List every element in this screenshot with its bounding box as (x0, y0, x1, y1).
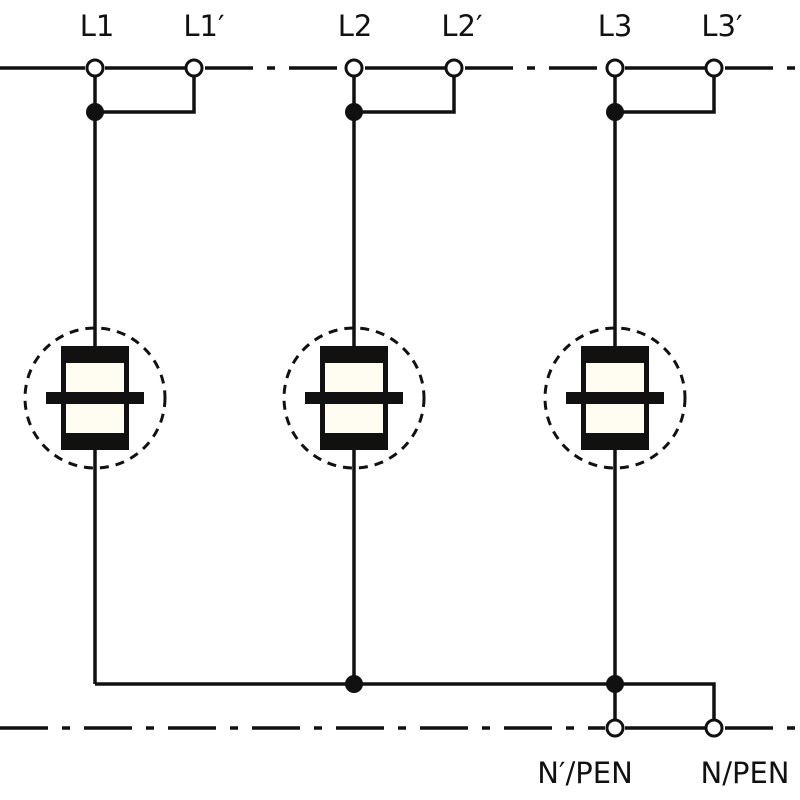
junction-dot (345, 675, 363, 693)
terminal-label-l1: L1 (80, 9, 115, 43)
junction-dot (606, 103, 624, 121)
terminal-label-n-pen: N/PEN (701, 756, 790, 790)
terminal-l2 (344, 58, 364, 78)
surge-device-l3 (543, 326, 687, 470)
terminal-label-l3: L3 (598, 9, 633, 43)
junction-dot (345, 103, 363, 121)
terminal-label-n-prime-pen: N′/PEN (537, 756, 633, 790)
terminal-label-l2: L2 (338, 9, 373, 43)
junction-dot (86, 103, 104, 121)
terminal-l3 (605, 58, 625, 78)
surge-device-l2 (282, 326, 426, 470)
terminal-label-l2-prime: L2′ (441, 9, 482, 43)
terminal-n-pen (704, 718, 724, 738)
surge-device-l1 (23, 326, 167, 470)
terminal-l1-prime (184, 58, 204, 78)
terminal-l1 (85, 58, 105, 78)
terminal-l3-prime (704, 58, 724, 78)
junction-dot (606, 675, 624, 693)
neutral-bus (95, 682, 716, 721)
terminal-label-l3-prime: L3′ (701, 9, 742, 43)
terminal-l2-prime (444, 58, 464, 78)
terminal-n-prime-pen (605, 718, 625, 738)
terminal-label-l1-prime: L1′ (183, 9, 224, 43)
